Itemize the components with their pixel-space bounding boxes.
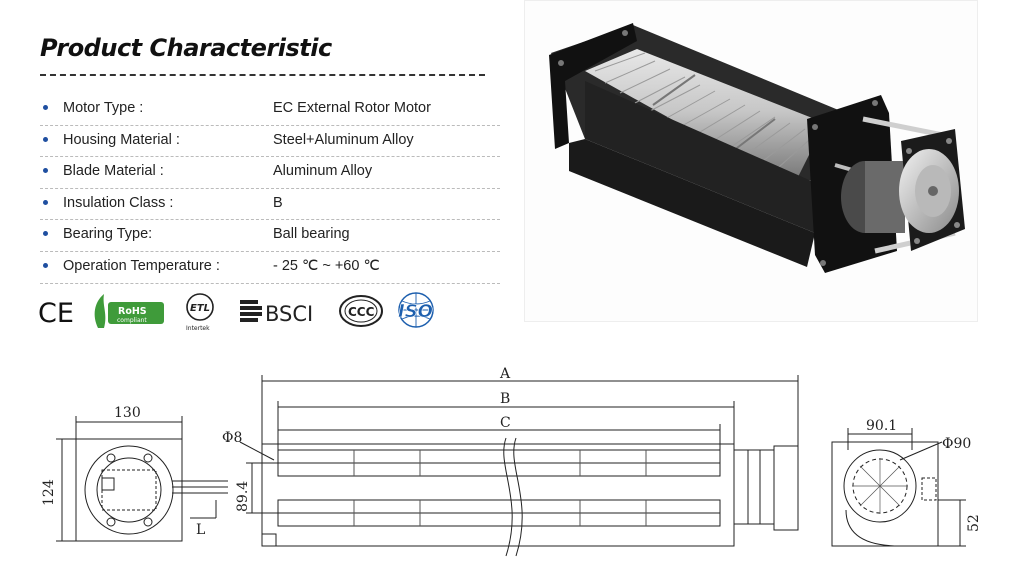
rohs-subtext: compliant (117, 317, 147, 324)
bsci-logo: BSCI (240, 300, 313, 326)
dim-inner-height: 89.4 (235, 481, 251, 512)
spec-label: Housing Material : (63, 131, 180, 148)
spec-row-housing-material: Housing Material : Steel+Aluminum Alloy (40, 126, 500, 158)
dim-outlet-height: 52 (966, 514, 982, 532)
spec-value: Aluminum Alloy (273, 163, 373, 180)
dim-b: B (500, 391, 510, 407)
spec-value: - 25 ℃ ~ +60 ℃ (273, 257, 380, 274)
end-view-outline (831, 441, 939, 547)
iso-logo: ISO (398, 292, 434, 328)
spec-value: B (273, 194, 283, 211)
dim-shaft-diameter: Φ8 (222, 430, 242, 446)
spec-value: EC External Rotor Motor (273, 100, 431, 116)
spec-label: Motor Type : (63, 100, 144, 116)
side-view-outline (75, 438, 183, 542)
spec-row-blade-material: Blade Material : Aluminum Alloy (40, 157, 500, 189)
bsci-text: BSCI (265, 302, 313, 326)
ce-mark: CE (38, 298, 74, 329)
end-view-impeller (843, 449, 917, 523)
product-photo (524, 0, 978, 322)
cross-flow-fan-illustration (549, 23, 965, 273)
bullet-icon (43, 168, 48, 174)
spec-row-motor-type: Motor Type : EC External Rotor Motor (40, 94, 500, 126)
etl-text: ETL (190, 303, 210, 314)
dim-end-width: 90.1 (866, 418, 897, 434)
spec-label: Bearing Type: (63, 226, 153, 243)
etl-subtext: Intertek (186, 325, 210, 332)
ccc-text: CCC (348, 305, 375, 319)
spec-row-operation-temperature: Operation Temperature : - 25 ℃ ~ +60 ℃ (40, 252, 500, 284)
spec-value: Ball bearing (273, 226, 350, 243)
ccc-logo: CCC (339, 295, 383, 327)
bullet-icon (43, 105, 48, 110)
dim-c: C (500, 415, 511, 431)
dim-impeller-diameter: Φ90 (942, 436, 971, 452)
bullet-icon (43, 199, 48, 205)
dim-a: A (499, 366, 511, 382)
spec-row-bearing-type: Bearing Type: Ball bearing (40, 220, 500, 252)
iso-text: ISO (398, 301, 433, 322)
etl-logo: ETL Intertek (186, 293, 214, 332)
rohs-text: RoHS (118, 306, 147, 317)
certification-logos: CE RoHS compliant ETL Intertek BSCI CCC … (38, 292, 434, 332)
dim-side-height: 124 (41, 479, 57, 506)
bullet-icon (43, 231, 48, 237)
title-divider (40, 74, 485, 76)
bullet-icon (43, 262, 48, 268)
spec-table: Motor Type : EC External Rotor Motor Hou… (40, 94, 500, 284)
page-title: Product Characteristic (40, 34, 332, 62)
bullet-icon (43, 136, 48, 142)
dim-lead-label: L (196, 522, 205, 538)
rohs-logo: RoHS compliant (94, 294, 164, 328)
spec-row-insulation-class: Insulation Class : B (40, 189, 500, 221)
spec-label: Operation Temperature : (63, 257, 220, 274)
spec-label: Insulation Class : (63, 194, 174, 211)
dim-side-width: 130 (114, 405, 141, 421)
technical-drawing: 130 124 L A B C Φ8 89.4 90.1 Φ90 52 (41, 366, 982, 557)
side-view-motor-outline (84, 445, 174, 535)
spec-label: Blade Material : (63, 163, 164, 180)
front-view-housing (261, 443, 735, 547)
spec-value: Steel+Aluminum Alloy (273, 131, 414, 148)
